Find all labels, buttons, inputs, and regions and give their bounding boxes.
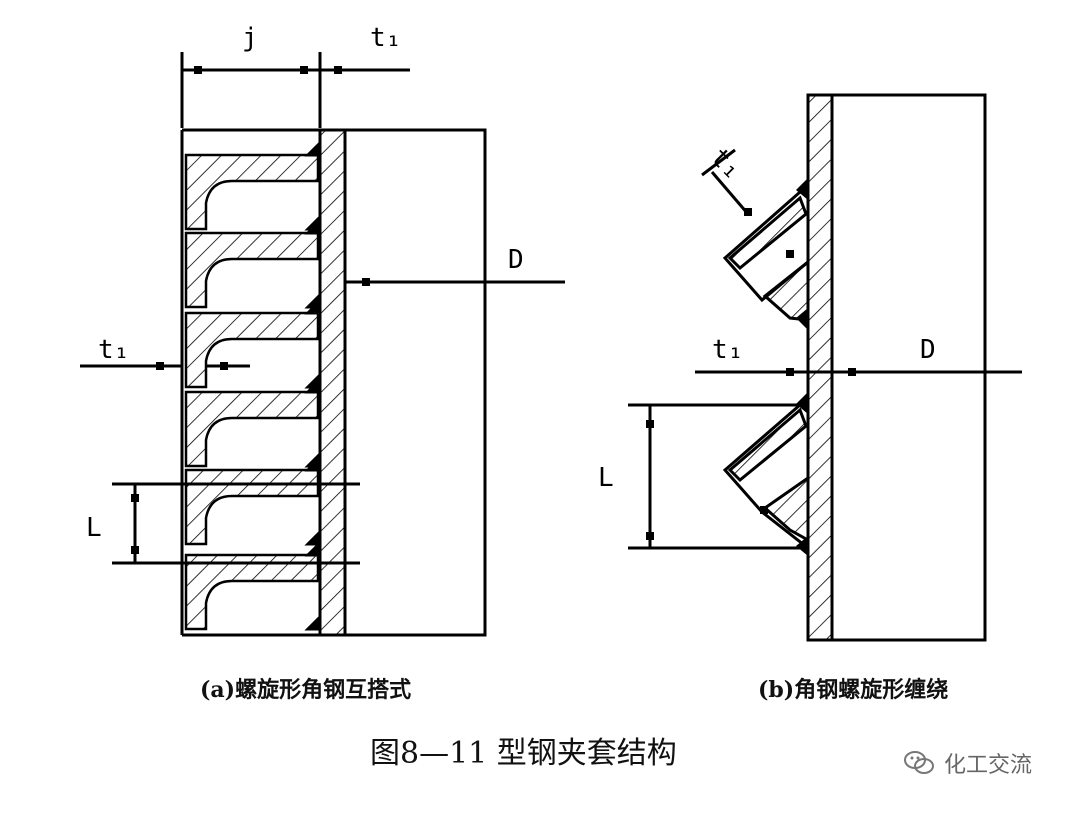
angle-steel-upper-b: [722, 181, 810, 322]
watermark-text: 化工交流: [944, 753, 1033, 778]
angle-steel-sections-a: [184, 139, 322, 631]
figure-a: [80, 52, 565, 637]
label-t1-diag-b: t₁: [704, 142, 747, 185]
label-L-b: L: [598, 463, 614, 493]
watermark: 化工交流: [902, 745, 1032, 781]
caption-a: (a)螺旋形角钢互搭式: [200, 677, 412, 703]
label-t1-b: t₁: [712, 335, 743, 365]
vessel-wall-b: [806, 93, 834, 642]
weld-marks-b: [646, 178, 856, 556]
label-D-a: D: [508, 245, 524, 275]
figure-b: [628, 93, 1022, 642]
dim-ticks-a: [131, 66, 370, 554]
label-j: j: [242, 23, 258, 53]
caption-b: (b)角钢螺旋形缠绕: [758, 677, 949, 703]
label-L-a: L: [86, 513, 102, 543]
label-t1-top-a: t₁: [370, 23, 401, 53]
angle-steel-section: [184, 454, 322, 546]
vessel-body-a: [343, 128, 487, 637]
angle-steel-section: [184, 297, 322, 389]
angle-steel-lower-b: [722, 394, 810, 552]
angle-steel-section: [184, 217, 322, 309]
figure-title: 图8—11 型钢夹套结构: [370, 736, 677, 771]
angle-steel-section: [184, 376, 322, 468]
angle-steel-section: [184, 139, 322, 231]
label-D-b: D: [920, 335, 936, 365]
wechat-icon: [904, 751, 934, 774]
label-t1-left-a: t₁: [98, 335, 129, 365]
vessel-body-b: [830, 93, 987, 642]
dim-t1-diag-b: [710, 171, 750, 215]
angle-steel-section: [184, 539, 322, 631]
vessel-wall-a: [318, 128, 347, 637]
